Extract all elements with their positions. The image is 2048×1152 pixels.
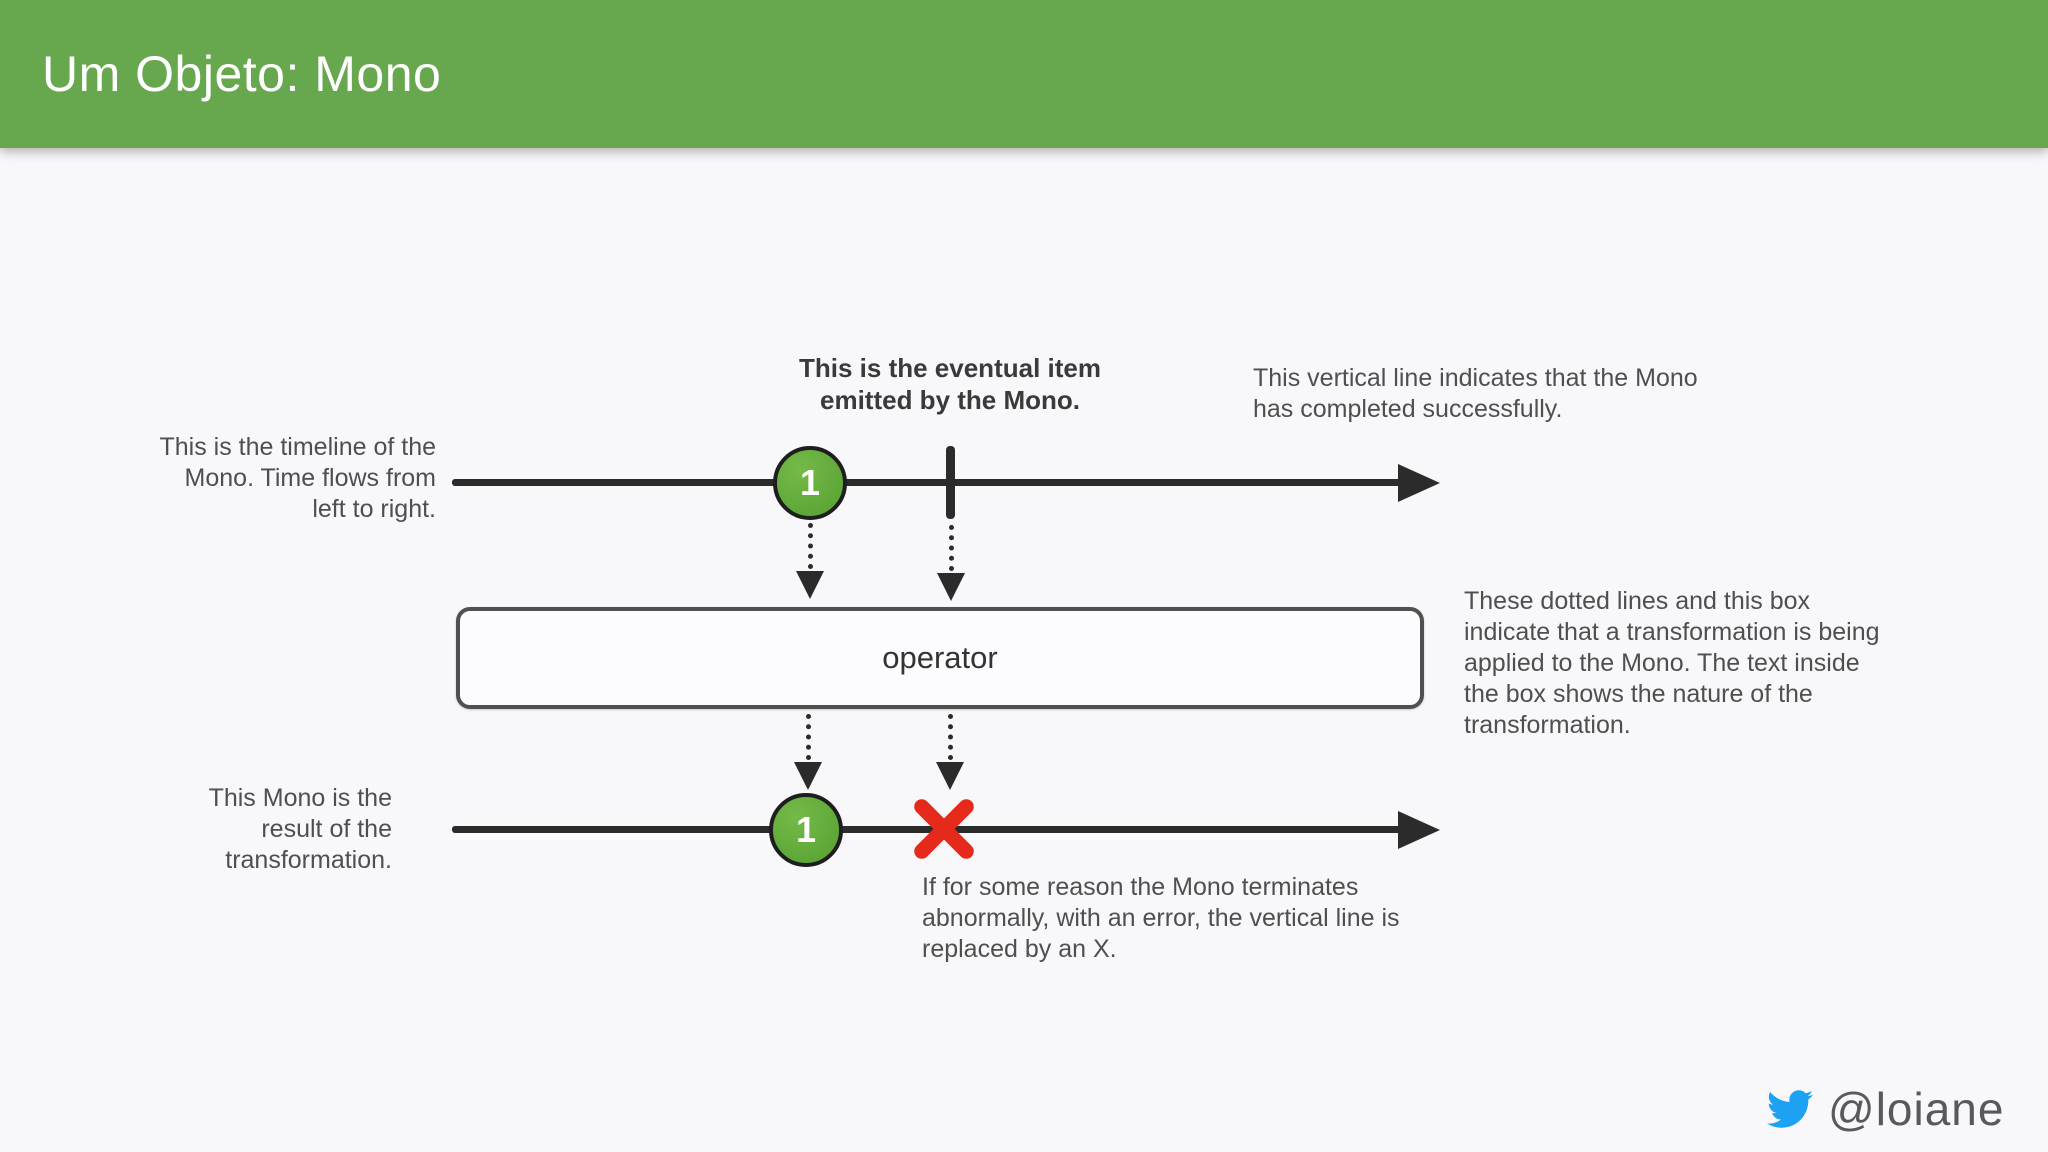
- completion-tick: [946, 446, 955, 519]
- result-timeline-arrowhead-icon: [1398, 811, 1440, 849]
- operator-box: operator: [456, 607, 1424, 709]
- annotation-transformation: These dotted lines and this box indicate…: [1464, 587, 1880, 739]
- dashed-line: [948, 714, 964, 760]
- annotation-error-termination: If for some reason the Mono terminates a…: [922, 873, 1400, 963]
- arrowhead-down-icon: [936, 762, 964, 790]
- dashed-line: [949, 525, 965, 571]
- result-timeline-line: [452, 826, 1402, 833]
- dashed-arrow-operator-to-result-item: [794, 714, 822, 790]
- dashed-arrow-item-to-operator: [796, 523, 824, 599]
- source-timeline-arrowhead-icon: [1398, 464, 1440, 502]
- arrowhead-down-icon: [794, 762, 822, 790]
- arrowhead-down-icon: [937, 573, 965, 601]
- annotation-result-mono: This Mono is the result of the transform…: [208, 784, 392, 874]
- marble-item-source: 1: [773, 446, 847, 520]
- dashed-arrow-operator-to-result-error: [936, 714, 964, 790]
- annotation-timeline: This is the timeline of the Mono. Time f…: [159, 433, 436, 523]
- marble-item-result: 1: [769, 793, 843, 867]
- marble-item-source-label: 1: [799, 462, 821, 503]
- source-timeline-line: [452, 479, 1402, 486]
- annotation-eventual-item: This is the eventual item emitted by the…: [799, 353, 1101, 415]
- twitter-handle: @loiane: [1828, 1083, 2005, 1135]
- arrowhead-down-icon: [796, 571, 824, 599]
- operator-label: operator: [882, 640, 998, 675]
- marble-item-result-label: 1: [795, 809, 817, 850]
- dashed-arrow-complete-to-operator: [937, 525, 965, 601]
- slide-header: Um Objeto: Mono: [0, 0, 2048, 148]
- twitter-icon: [1767, 1090, 1813, 1128]
- slide-title: Um Objeto: Mono: [42, 46, 442, 102]
- dashed-line: [808, 523, 824, 569]
- annotation-completed-successfully: This vertical line indicates that the Mo…: [1253, 364, 1698, 423]
- error-x-icon: [911, 796, 977, 862]
- twitter-badge: @loiane: [1762, 1082, 2004, 1136]
- dashed-line: [806, 714, 822, 760]
